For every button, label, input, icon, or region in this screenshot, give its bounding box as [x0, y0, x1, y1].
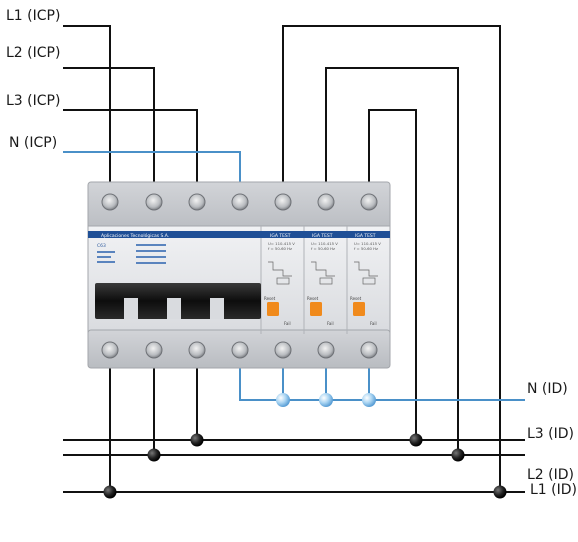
terminal-screw	[101, 193, 119, 211]
wire-top-terminal-7	[368, 109, 417, 440]
wire-l1-icp	[63, 25, 111, 186]
output-wires	[63, 355, 525, 493]
node-l1	[103, 485, 117, 499]
module-title-1: IGA TEST	[270, 233, 291, 239]
label-l1-id: L1 (ID)	[530, 482, 577, 498]
reset-label-3: Reset	[350, 296, 362, 301]
terminal-screw	[360, 193, 378, 211]
reset-button-3[interactable]	[353, 302, 365, 316]
svg-text:f = 50-60 Hz: f = 50-60 Hz	[354, 246, 378, 251]
brand-stripe	[88, 231, 390, 238]
svg-text:f = 50-60 Hz: f = 50-60 Hz	[268, 246, 292, 251]
reset-label-1: Reset	[264, 296, 276, 301]
terminal-screw	[360, 341, 378, 359]
module-title-3: IGA TEST	[355, 233, 376, 239]
brand-text: Aplicaciones Tecnológicas S.A.	[101, 232, 169, 239]
terminal-screw	[231, 341, 249, 359]
node-l2	[451, 448, 465, 462]
label-l2-id: L2 (ID)	[527, 467, 574, 483]
differential-breaker-device: Aplicaciones Tecnológicas S.A. IGA TEST …	[87, 181, 391, 369]
reset-button-2[interactable]	[310, 302, 322, 316]
breaker-handle-slots	[124, 298, 224, 319]
reset-button-1[interactable]	[267, 302, 279, 316]
reset-label-2: Reset	[307, 296, 319, 301]
input-wires	[63, 25, 501, 492]
wire-bottom-n	[239, 355, 525, 401]
svg-text:U= 110-415 V: U= 110-415 V	[354, 241, 381, 246]
top-screws	[101, 193, 378, 211]
node-l3	[409, 433, 423, 447]
label-n-icp: N (ICP)	[9, 135, 58, 151]
node-l2	[147, 448, 161, 462]
module-title-2: IGA TEST	[312, 233, 333, 239]
node-l1	[493, 485, 507, 499]
svg-text:U= 110-415 V: U= 110-415 V	[311, 241, 338, 246]
node-l3	[190, 433, 204, 447]
wire-top-terminal-5	[282, 25, 501, 492]
wire-l3-icp	[63, 109, 198, 186]
svg-text:f = 50-60 Hz: f = 50-60 Hz	[311, 246, 335, 251]
rcd-module-3: U= 110-415 V f = 50-60 Hz Reset Fail	[350, 241, 381, 326]
model-text: C63	[97, 243, 106, 249]
terminal-screw	[101, 341, 119, 359]
label-l3-icp: L3 (ICP)	[6, 93, 61, 109]
fail-label-2: Fail	[327, 321, 334, 326]
terminal-screw	[188, 193, 206, 211]
rcd-module-1: U= 110-415 V f = 50-60 Hz Reset Fail	[264, 241, 295, 326]
label-l2-icp: L2 (ICP)	[6, 45, 61, 61]
wire-n-icp	[63, 151, 241, 186]
node-neutral	[319, 393, 333, 407]
node-neutral	[362, 393, 376, 407]
bottom-screws	[101, 341, 378, 359]
terminal-screw	[188, 341, 206, 359]
terminal-screw	[317, 193, 335, 211]
node-neutral	[276, 393, 290, 407]
fail-label-1: Fail	[284, 321, 291, 326]
terminal-screw	[145, 193, 163, 211]
terminal-screw	[274, 341, 292, 359]
wire-top-terminal-6	[325, 67, 459, 455]
terminal-screw	[145, 341, 163, 359]
terminal-screw	[274, 193, 292, 211]
label-l1-icp: L1 (ICP)	[6, 8, 61, 24]
svg-text:U= 110-415 V: U= 110-415 V	[268, 241, 295, 246]
fail-label-3: Fail	[370, 321, 377, 326]
junction-nodes	[103, 393, 507, 499]
rating-marks	[97, 244, 166, 264]
label-l3-id: L3 (ID)	[527, 426, 574, 442]
terminal-screw	[231, 193, 249, 211]
terminal-screw	[317, 341, 335, 359]
wire-l2-icp	[63, 67, 155, 186]
label-n-id: N (ID)	[527, 381, 568, 397]
rcd-module-2: U= 110-415 V f = 50-60 Hz Reset Fail	[307, 241, 338, 326]
